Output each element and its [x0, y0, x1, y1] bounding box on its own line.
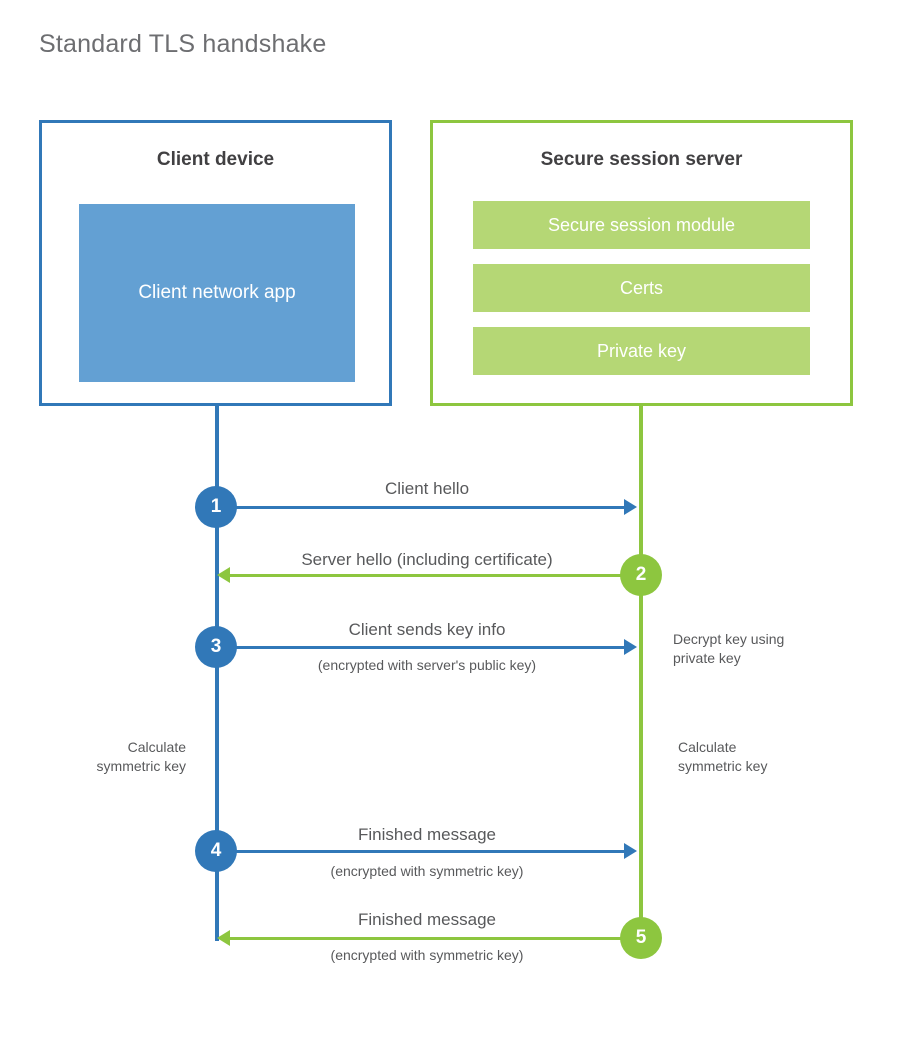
message-5-sublabel: (encrypted with symmetric key) [330, 947, 524, 963]
step-badge-4: 4 [195, 830, 237, 872]
annotation-server-calculate-symmetric-key: Calculate symmetric key [678, 739, 768, 774]
message-2-label: Server hello (including certificate) [301, 550, 553, 569]
client-network-app-block: Client network app [79, 204, 355, 382]
message-3-line [217, 646, 625, 649]
message-1-arrowhead-icon [624, 499, 637, 515]
server-module-private-key: Private key [473, 327, 810, 375]
message-1-line [217, 506, 625, 509]
message-3-arrowhead-icon [624, 639, 637, 655]
step-badge-1: 1 [195, 486, 237, 528]
message-3-label: Client sends key info [348, 620, 506, 639]
message-2-arrowhead-icon [217, 567, 230, 583]
secure-session-server-title: Secure session server [540, 149, 743, 170]
client-device-box: Client device Client network app [39, 120, 392, 406]
message-4-label: Finished message [358, 825, 496, 844]
server-module-secure-session-module: Secure session module [473, 201, 810, 249]
message-3-sublabel: (encrypted with server's public key) [317, 657, 537, 673]
server-lifeline [639, 403, 643, 940]
annotation-client-calculate-symmetric-key: Calculate symmetric key [96, 739, 186, 774]
step-badge-5: 5 [620, 917, 662, 959]
message-2-line [230, 574, 625, 577]
step-badge-2: 2 [620, 554, 662, 596]
message-5-label: Finished message [358, 910, 496, 929]
client-device-title: Client device [156, 149, 275, 170]
message-5-line [230, 937, 625, 940]
secure-session-server-box: Secure session server Secure session mod… [430, 120, 853, 406]
message-1-label: Client hello [384, 479, 470, 498]
server-module-certs: Certs [473, 264, 810, 312]
message-5-arrowhead-icon [217, 930, 230, 946]
message-4-sublabel: (encrypted with symmetric key) [330, 863, 524, 879]
client-network-app-label: Client network app [138, 282, 296, 303]
step-badge-3: 3 [195, 626, 237, 668]
annotation-server-decrypt: Decrypt key using private key [673, 631, 785, 666]
message-4-arrowhead-icon [624, 843, 637, 859]
message-4-line [217, 850, 625, 853]
client-lifeline [215, 403, 219, 941]
page-title: Standard TLS handshake [39, 30, 327, 58]
